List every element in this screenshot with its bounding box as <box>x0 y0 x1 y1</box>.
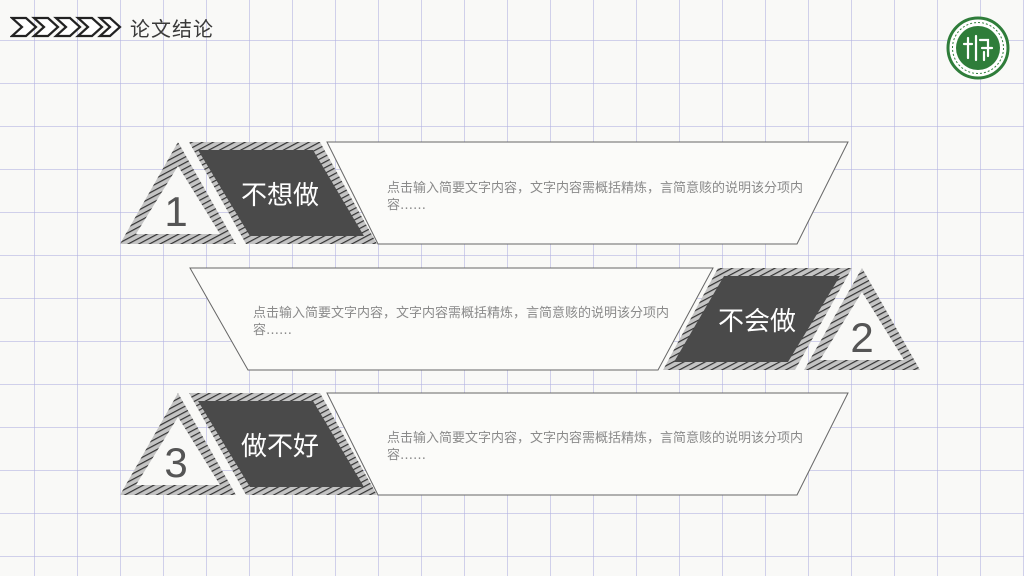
step-1-number: 1 <box>164 188 187 235</box>
page-title: 论文结论 <box>130 16 214 41</box>
step-3-description: 点击输入简要文字内容，文字内容需概括精炼，言简意赅的说明该分项内容…… <box>387 431 804 463</box>
step-1-label: 不想做 <box>240 181 319 211</box>
header: 论文结论 <box>10 12 214 42</box>
step-3-group <box>120 392 849 496</box>
step-1-text-panel <box>326 141 849 245</box>
chevrons-right-icon <box>10 16 122 38</box>
university-seal-icon <box>946 16 1010 80</box>
step-1-group <box>120 141 849 245</box>
step-1-description: 点击输入简要文字内容，文字内容需概括精炼，言简意赅的说明该分项内容…… <box>387 181 804 213</box>
step-3-label: 做不好 <box>240 432 319 462</box>
step-2-group <box>189 267 920 371</box>
step-2-label: 不会做 <box>717 307 796 337</box>
step-3-text-panel <box>326 392 849 496</box>
step-2-text-panel <box>189 267 714 371</box>
step-2-number: 2 <box>850 314 873 361</box>
step-2-description: 点击输入简要文字内容，文字内容需概括精炼，言简意赅的说明该分项内容…… <box>253 306 670 338</box>
step-3-number: 3 <box>164 439 187 486</box>
